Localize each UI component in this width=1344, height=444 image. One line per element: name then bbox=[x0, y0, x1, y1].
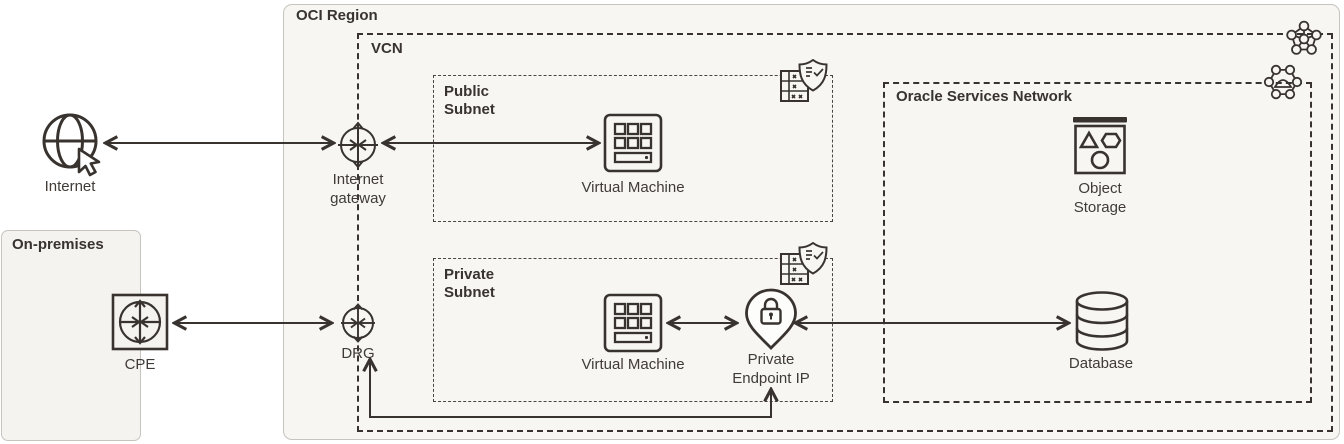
vcn-box bbox=[357, 33, 1333, 432]
cpe-icon bbox=[111, 293, 169, 351]
private-endpoint-label: Private Endpoint IP bbox=[732, 351, 810, 387]
private-subnet-title: Private Subnet bbox=[444, 266, 495, 302]
security-list-public-icon bbox=[779, 59, 829, 107]
private-endpoint-pin-lock-icon bbox=[744, 288, 798, 350]
internet-gateway-icon bbox=[332, 119, 384, 171]
database-label: Database bbox=[1068, 355, 1134, 372]
oracle-services-network-title: Oracle Services Network bbox=[896, 88, 1072, 105]
vcn-title: VCN bbox=[371, 40, 403, 57]
vcn-network-icon bbox=[1284, 18, 1324, 58]
on-premises-title: On-premises bbox=[12, 236, 104, 253]
virtual-machine-public-icon bbox=[603, 113, 663, 173]
object-storage-label: Object Storage bbox=[1073, 180, 1127, 216]
public-subnet-title: Public Subnet bbox=[444, 83, 495, 119]
drg-icon bbox=[336, 301, 380, 345]
globe-cursor-icon bbox=[41, 111, 105, 181]
internet-label: Internet bbox=[44, 178, 96, 195]
virtual-machine-private-icon bbox=[603, 293, 663, 353]
virtual-machine-private-label: Virtual Machine bbox=[581, 356, 685, 373]
security-list-private-icon bbox=[779, 242, 829, 290]
oracle-services-network-box bbox=[883, 82, 1312, 403]
drg-label: DRG bbox=[341, 345, 375, 362]
object-storage-icon bbox=[1072, 115, 1128, 177]
database-cylinder-icon bbox=[1073, 290, 1131, 352]
internet-gateway-label: Internet gateway bbox=[330, 171, 386, 207]
oci-region-title: OCI Region bbox=[296, 7, 378, 24]
services-network-icon bbox=[1261, 60, 1305, 104]
cpe-label: CPE bbox=[124, 356, 156, 373]
virtual-machine-public-label: Virtual Machine bbox=[581, 179, 685, 196]
